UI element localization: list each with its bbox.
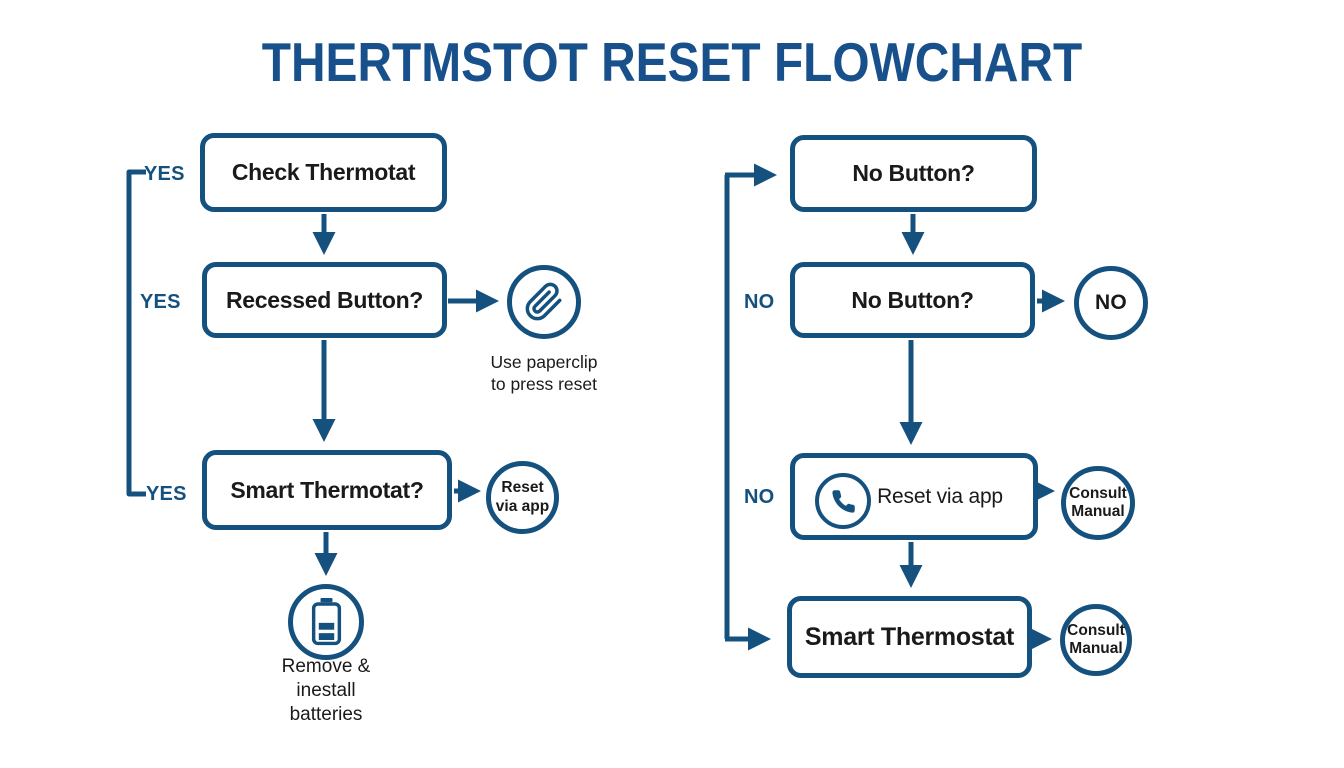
node-no-button-top-label: No Button? <box>852 160 975 186</box>
node-recessed-button: Recessed Button? <box>202 262 447 338</box>
node-smart-thermostat-right-label: Smart Thermostat <box>804 622 1015 651</box>
consult-manual-circle-upper: Consult Manual <box>1061 466 1135 540</box>
no-label-middle: NO <box>744 291 775 313</box>
page-title: THERTMSTOT RESET FLOWCHART <box>261 31 1083 93</box>
node-no-button-second-label: No Button? <box>851 286 974 313</box>
phone-icon-circle <box>815 473 871 529</box>
paperclip-caption-line2: to press reset <box>490 373 598 394</box>
no-terminal-circle: NO <box>1074 266 1148 340</box>
yes-label-top: YES <box>144 163 185 185</box>
node-smart-thermostat-left: Smart Thermotat? <box>202 450 452 530</box>
phone-icon <box>831 489 855 513</box>
paperclip-icon <box>525 282 562 321</box>
consult-manual-circle-lower: Consult Manual <box>1060 604 1132 676</box>
battery-caption-line2: inestall <box>296 679 356 701</box>
reset-via-app-circle-line2: via app <box>495 497 550 515</box>
consult-manual-upper-line2: Manual <box>1071 503 1125 520</box>
node-recessed-button-label: Recessed Button? <box>225 286 424 313</box>
consult-manual-lower-line1: Consult <box>1067 621 1125 639</box>
battery-caption-line3: batteries <box>289 703 363 725</box>
battery-icon <box>311 598 341 646</box>
no-terminal-circle-label: NO <box>1094 291 1128 314</box>
reset-via-app-circle-line1: Reset <box>501 479 544 497</box>
reset-via-app-circle: Reset via app <box>486 461 559 534</box>
battery-caption-line1: Remove & <box>281 656 371 677</box>
node-smart-thermostat-left-label: Smart Thermotat? <box>230 476 424 503</box>
node-check-thermostat-label: Check Thermotat <box>231 159 416 185</box>
paperclip-caption: Use paperclip to press reset <box>464 352 624 396</box>
node-no-button-top: No Button? <box>790 135 1037 212</box>
node-no-button-second: No Button? <box>790 262 1035 338</box>
node-reset-via-app: Reset via app <box>790 453 1038 540</box>
yes-label-bottom: YES <box>146 483 187 505</box>
node-smart-thermostat-right: Smart Thermostat <box>787 596 1032 678</box>
left-yes-bracket <box>126 169 146 497</box>
battery-caption: Remove & inestall batteries <box>246 655 406 726</box>
paperclip-caption-line1: Use paperclip <box>490 352 598 372</box>
no-label-lower: NO <box>744 486 775 508</box>
node-check-thermostat: Check Thermotat <box>200 133 447 212</box>
consult-manual-lower-line2: Manual <box>1069 640 1123 657</box>
node-reset-via-app-label: Reset via app <box>877 484 1003 508</box>
yes-label-middle: YES <box>140 291 181 313</box>
consult-manual-upper-line1: Consult <box>1069 484 1127 502</box>
paperclip-circle <box>507 265 581 339</box>
battery-circle <box>288 584 364 660</box>
